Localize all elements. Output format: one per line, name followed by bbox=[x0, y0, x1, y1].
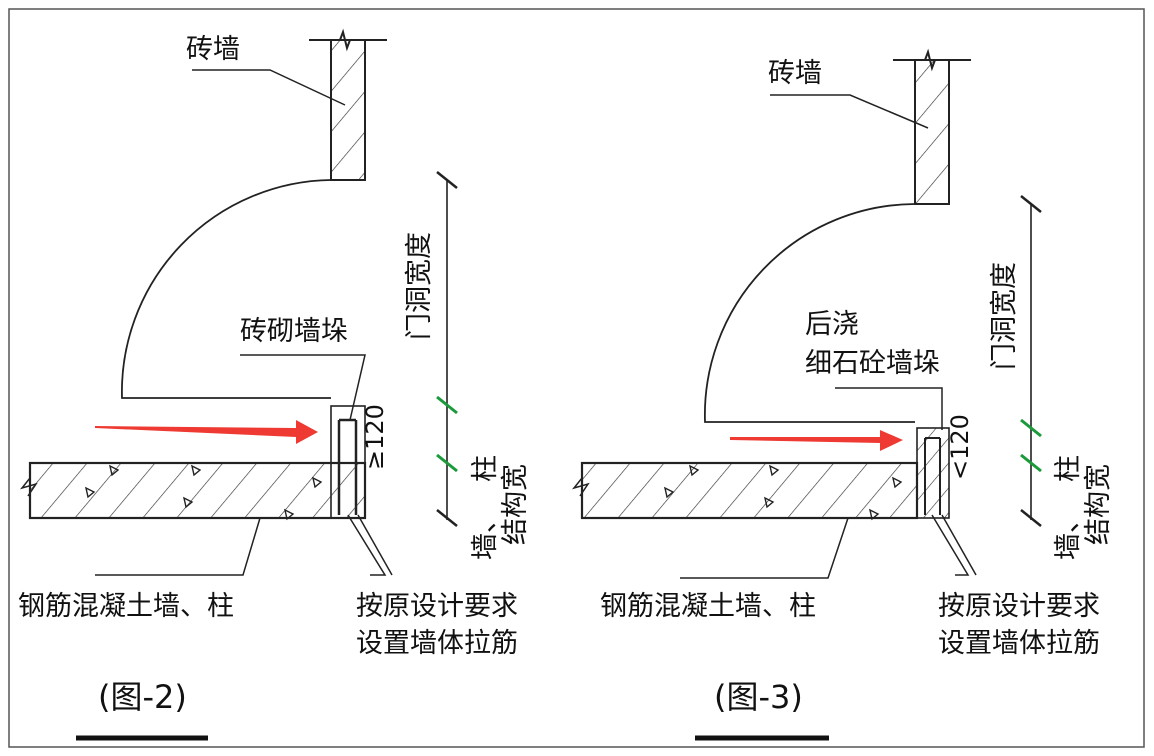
label-tie-2: 设置墙体拉筋 bbox=[938, 628, 1100, 659]
label-door-width: 门洞宽度 bbox=[989, 262, 1020, 370]
label-wall-width-3: 结构宽 bbox=[500, 464, 531, 545]
label-brick-wall: 砖墙 bbox=[768, 58, 822, 89]
label-rc: 钢筋混凝土墙、柱 bbox=[600, 591, 816, 622]
dim-tick-top bbox=[436, 171, 458, 189]
label-tie-1: 按原设计要求 bbox=[938, 591, 1100, 622]
dim-tick-1 bbox=[1020, 418, 1042, 438]
leader-tie-2 bbox=[941, 514, 977, 576]
brick-wall-section bbox=[330, 39, 366, 181]
leader-tie bbox=[347, 514, 387, 576]
label-pier-dim: ≥120 bbox=[361, 404, 389, 470]
label-rc: 钢筋混凝土墙、柱 bbox=[18, 591, 234, 622]
break-mark bbox=[924, 48, 936, 72]
label-pier-1: 后浇 bbox=[805, 309, 859, 340]
leader-tie-2 bbox=[357, 514, 393, 576]
label-tie-2: 设置墙体拉筋 bbox=[356, 628, 518, 659]
outer-frame bbox=[8, 8, 1145, 748]
leader-brick-wall bbox=[192, 69, 346, 106]
break-mark bbox=[339, 28, 351, 52]
leader-rc bbox=[95, 517, 261, 576]
label-wall-width-3: 结构宽 bbox=[1083, 464, 1114, 545]
tie-bar bbox=[924, 437, 941, 515]
dim-tick-2 bbox=[1020, 453, 1042, 473]
figure-3 bbox=[571, 48, 1042, 741]
rc-wall-section bbox=[580, 461, 919, 520]
red-arrow bbox=[730, 430, 903, 451]
dim-tick-2 bbox=[436, 453, 458, 473]
caption: (图-2) bbox=[98, 678, 187, 716]
label-door-width: 门洞宽度 bbox=[404, 232, 435, 340]
aggregate-marks bbox=[84, 464, 323, 521]
dim-tick-bottom bbox=[436, 509, 458, 527]
leader-rc bbox=[680, 517, 849, 579]
dim-tick-top bbox=[1020, 195, 1042, 213]
label-pier-dim: <120 bbox=[946, 414, 974, 480]
wall-end-break bbox=[571, 477, 590, 497]
figure-2 bbox=[19, 28, 458, 741]
dim-tick-bottom bbox=[1020, 509, 1042, 527]
dim-tick-1 bbox=[436, 395, 458, 415]
door-swing-arc bbox=[704, 203, 916, 423]
label-tie-1: 按原设计要求 bbox=[356, 591, 518, 622]
label-wall-width-2: 墙、 bbox=[470, 506, 501, 560]
label-pier-2: 细石砼墙垛 bbox=[805, 348, 940, 379]
label-pier: 砖砌墙垛 bbox=[240, 316, 348, 347]
brick-wall-section bbox=[914, 59, 950, 205]
leader-brick-wall bbox=[770, 94, 929, 129]
label-wall-width-2: 墙、 bbox=[1053, 506, 1084, 560]
caption: (图-3) bbox=[714, 678, 803, 716]
label-brick-wall: 砖墙 bbox=[186, 34, 240, 65]
label-wall-width-1: 柱 bbox=[470, 455, 501, 482]
red-arrow bbox=[95, 420, 318, 444]
aggregate-marks bbox=[663, 464, 903, 521]
door-swing-arc bbox=[121, 179, 332, 399]
leader-tie bbox=[931, 514, 970, 576]
label-wall-width-1: 柱 bbox=[1053, 455, 1084, 482]
rc-wall-section bbox=[28, 461, 367, 520]
wall-end-break bbox=[19, 477, 38, 497]
pier-box bbox=[916, 427, 950, 519]
leader-pier bbox=[835, 387, 943, 430]
leader-pier bbox=[240, 354, 366, 421]
